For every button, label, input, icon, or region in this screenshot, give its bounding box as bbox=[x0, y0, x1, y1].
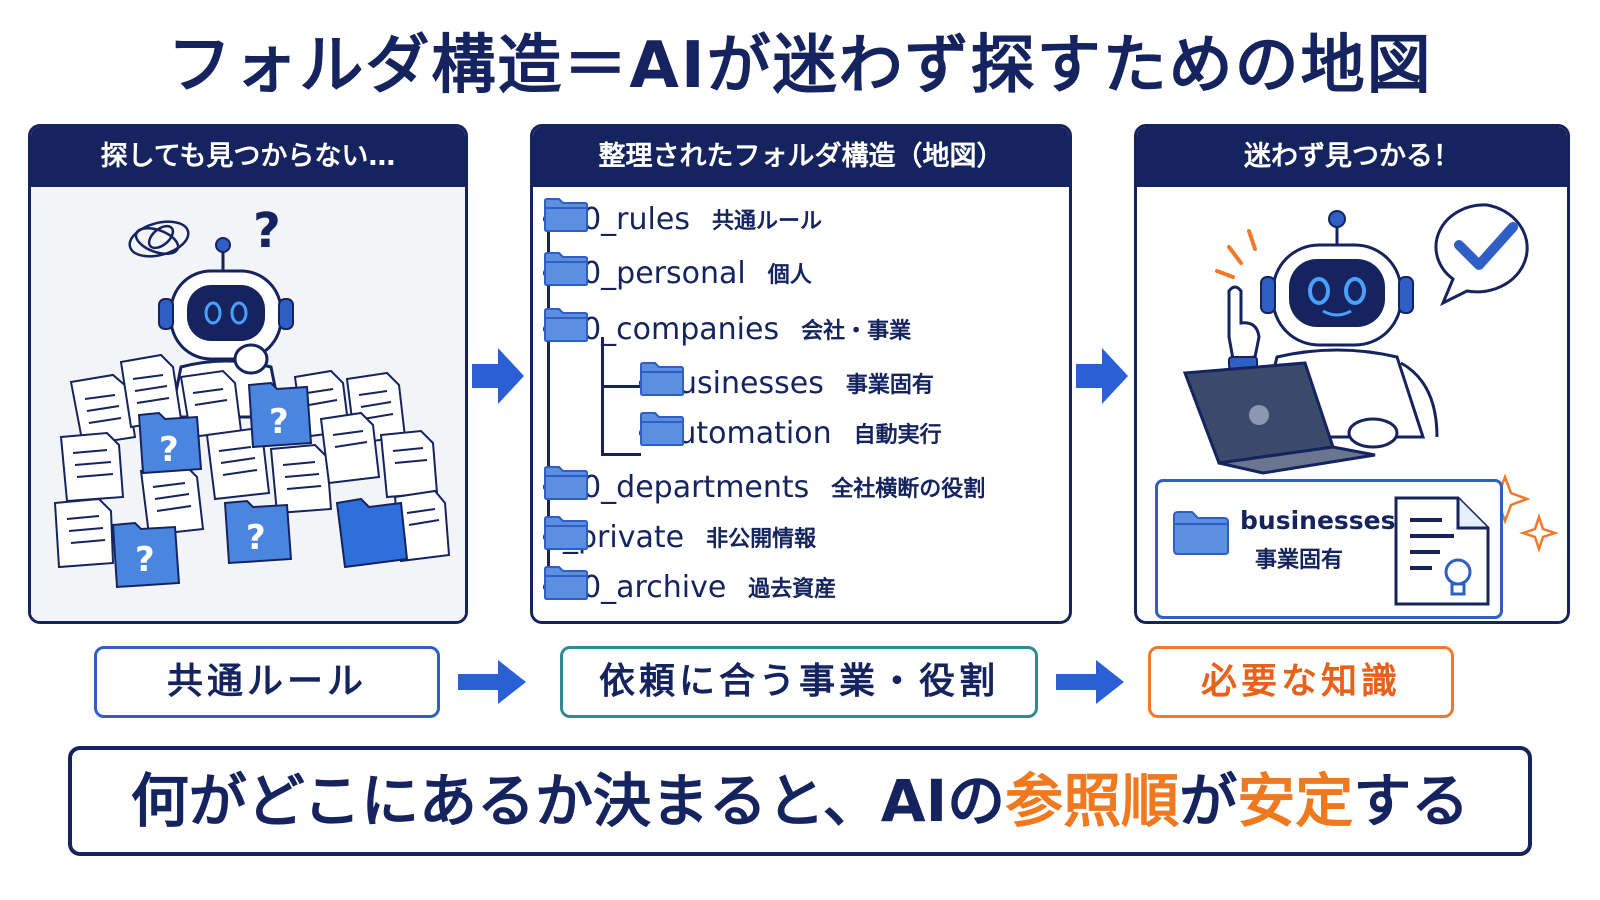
panel-header-found: 迷わず見つかる！ bbox=[1137, 127, 1567, 187]
document-icon bbox=[59, 431, 125, 503]
folder-description: 会社・事業 bbox=[801, 319, 912, 344]
folder-name: 10_personal bbox=[563, 255, 746, 291]
flow-step-matching-business-role: 依頼に合う事業・役割 bbox=[560, 646, 1038, 718]
flow-step-common-rules: 共通ルール bbox=[94, 646, 440, 718]
panel-header-folder-structure: 整理されたフォルダ構造（地図） bbox=[533, 127, 1069, 187]
panel-found: 迷わず見つかる！ bbox=[1134, 124, 1570, 624]
document-icon bbox=[319, 411, 381, 485]
excitement-lines-icon bbox=[1215, 229, 1257, 279]
banner-accent-stable: 安定 bbox=[1237, 767, 1354, 835]
folder-icon bbox=[335, 497, 409, 569]
folder-description: 非公開情報 bbox=[706, 527, 817, 552]
folder-row-90-archive: 90_archive 過去資産 bbox=[543, 565, 836, 609]
lightbulb-document-icon bbox=[1394, 496, 1490, 606]
flow-step-required-knowledge: 必要な知識 bbox=[1148, 646, 1454, 718]
folder-row-10-personal: 10_personal 個人 bbox=[543, 251, 812, 295]
folder-description: 過去資産 bbox=[748, 577, 837, 602]
panel-body-found: businesses 事業固有 bbox=[1137, 187, 1567, 621]
svg-text:?: ? bbox=[246, 518, 266, 558]
tree-branch-line bbox=[601, 337, 604, 455]
folder-icon bbox=[640, 362, 684, 396]
page-title: フォルダ構造＝AIが迷わず探すための地図 bbox=[167, 29, 1433, 103]
tree-branch-connector bbox=[601, 453, 641, 456]
right-arrow-icon bbox=[1076, 348, 1128, 404]
question-folder-icon: ? bbox=[247, 381, 313, 449]
scribble-icon bbox=[128, 220, 190, 258]
right-arrow-icon bbox=[458, 660, 526, 704]
banner-text-part3: する bbox=[1353, 767, 1470, 835]
folder-icon bbox=[544, 252, 588, 286]
laptop-icon bbox=[1182, 361, 1399, 475]
confused-robot-illustration: ? bbox=[53, 203, 451, 589]
panel-header-cannot-find: 探しても見つからない… bbox=[31, 127, 465, 187]
question-folder-icon: ? bbox=[137, 411, 203, 475]
folder-row-automation: automation 自動実行 bbox=[639, 411, 942, 455]
folder-icon bbox=[544, 198, 588, 232]
folder-name: 20_companies bbox=[563, 311, 780, 347]
document-icon bbox=[269, 443, 333, 515]
document-icon bbox=[53, 497, 115, 569]
result-card: businesses 事業固有 bbox=[1155, 479, 1503, 619]
folder-name: businesses bbox=[659, 365, 824, 401]
svg-text:?: ? bbox=[269, 402, 289, 442]
svg-text:?: ? bbox=[135, 540, 155, 580]
result-folder-description: 事業固有 bbox=[1255, 548, 1344, 573]
folder-icon bbox=[544, 308, 588, 342]
folder-icon bbox=[544, 466, 588, 500]
folder-description: 事業固有 bbox=[845, 373, 934, 398]
folder-description: 全社横断の役割 bbox=[831, 477, 986, 502]
folder-icon bbox=[544, 566, 588, 600]
folder-name: 90_archive bbox=[563, 569, 727, 605]
folder-icon bbox=[544, 516, 588, 550]
document-icon bbox=[119, 353, 183, 429]
svg-text:?: ? bbox=[159, 430, 179, 470]
right-arrow-icon bbox=[1056, 660, 1124, 704]
folder-row-20-companies: 20_companies 会社・事業 bbox=[543, 307, 911, 351]
folder-description: 個人 bbox=[767, 263, 812, 288]
folder-row-30-departments: 30_departments 全社横断の役割 bbox=[543, 465, 985, 509]
folder-row-businesses: businesses 事業固有 bbox=[639, 361, 934, 405]
folder-name: 30_departments bbox=[563, 469, 810, 505]
folder-icon bbox=[640, 412, 684, 446]
tree-branch-connector bbox=[601, 385, 641, 388]
banner-accent-reference-order: 参照順 bbox=[1005, 767, 1180, 835]
document-icon bbox=[379, 429, 439, 499]
banner-text-part1: 何がどこにあるか決まると、AIの bbox=[130, 767, 1006, 835]
folder-icon bbox=[1173, 511, 1229, 555]
panel-body-cannot-find: ? bbox=[31, 187, 465, 621]
tree-trunk-line bbox=[547, 219, 550, 589]
folder-name: automation bbox=[659, 415, 832, 451]
question-folder-icon: ? bbox=[223, 499, 293, 565]
folder-description: 自動実行 bbox=[853, 423, 942, 448]
question-folder-icon: ? bbox=[111, 521, 181, 589]
banner-text-part2: が bbox=[1179, 767, 1238, 835]
happy-robot-illustration bbox=[1182, 203, 1559, 553]
question-mark-icon: ? bbox=[253, 203, 281, 259]
right-arrow-icon bbox=[472, 348, 524, 404]
document-icon bbox=[139, 463, 205, 537]
question-folder-pile: ? ? ? ? bbox=[111, 381, 409, 589]
checkmark-bubble-icon bbox=[1434, 203, 1529, 307]
panel-cannot-find: 探しても見つからない… ? bbox=[28, 124, 468, 624]
result-folder-name: businesses bbox=[1240, 506, 1396, 535]
folder-description: 共通ルール bbox=[711, 209, 822, 234]
summary-banner: 何がどこにあるか決まると、AIの参照順が安定する bbox=[68, 746, 1532, 856]
